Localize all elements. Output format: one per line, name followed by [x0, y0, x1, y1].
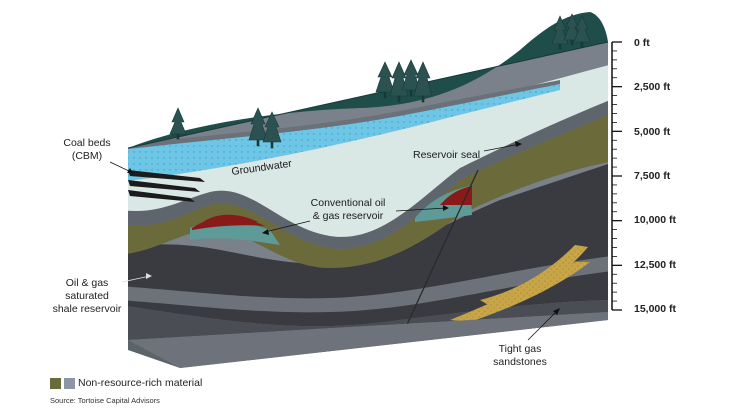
- legend-swatch-olive: [50, 377, 61, 389]
- conventional-reservoir-label: Conventional oil & gas reservoir: [262, 197, 449, 235]
- trees: [169, 13, 591, 149]
- fault-line: [399, 169, 479, 340]
- depth-label-7500: 7,500 ft: [634, 170, 671, 182]
- coal-beds-label-line2: (CBM): [72, 150, 102, 162]
- depth-label-2500: 2,500 ft: [634, 81, 671, 93]
- coal-beds-label: Coal beds (CBM): [63, 137, 134, 174]
- tight-gas-label-line1: Tight gas: [499, 343, 542, 355]
- coal-beds-label-line1: Coal beds: [63, 137, 110, 149]
- legend: Non-resource-rich material: [50, 377, 202, 389]
- depth-label-10000: 10,000 ft: [634, 214, 677, 226]
- tight-gas-label: Tight gas sandstones: [493, 308, 560, 368]
- tight-gas-label-line2: sandstones: [493, 356, 547, 368]
- conventional-label-line2: & gas reservoir: [313, 210, 384, 222]
- reservoir-seal-label-text: Reservoir seal: [413, 149, 480, 161]
- shale-reservoir-label: Oil & gas saturated shale reservoir: [53, 273, 152, 315]
- depth-label-15000: 15,000 ft: [634, 303, 677, 315]
- depth-label-5000: 5,000 ft: [634, 126, 671, 138]
- legend-label: Non-resource-rich material: [78, 377, 203, 389]
- depth-scale: 0 ft 2,500 ft 5,000 ft 7,500 ft 10,000 f…: [611, 37, 677, 315]
- block-bottom-face: [128, 312, 608, 368]
- conventional-label-line1: Conventional oil: [311, 197, 386, 209]
- reservoir-seal-label: Reservoir seal: [413, 141, 522, 161]
- coal-beds: [128, 170, 205, 202]
- legend-swatch-gray: [64, 377, 75, 389]
- shale-label-line1: Oil & gas: [66, 277, 109, 289]
- depth-label-12500: 12,500 ft: [634, 259, 677, 271]
- shale-label-line2: saturated: [65, 290, 109, 302]
- source-note: Source: Tortoise Capital Advisors: [50, 396, 160, 405]
- depth-label-0: 0 ft: [634, 37, 650, 49]
- shale-label-line3: shale reservoir: [53, 303, 122, 315]
